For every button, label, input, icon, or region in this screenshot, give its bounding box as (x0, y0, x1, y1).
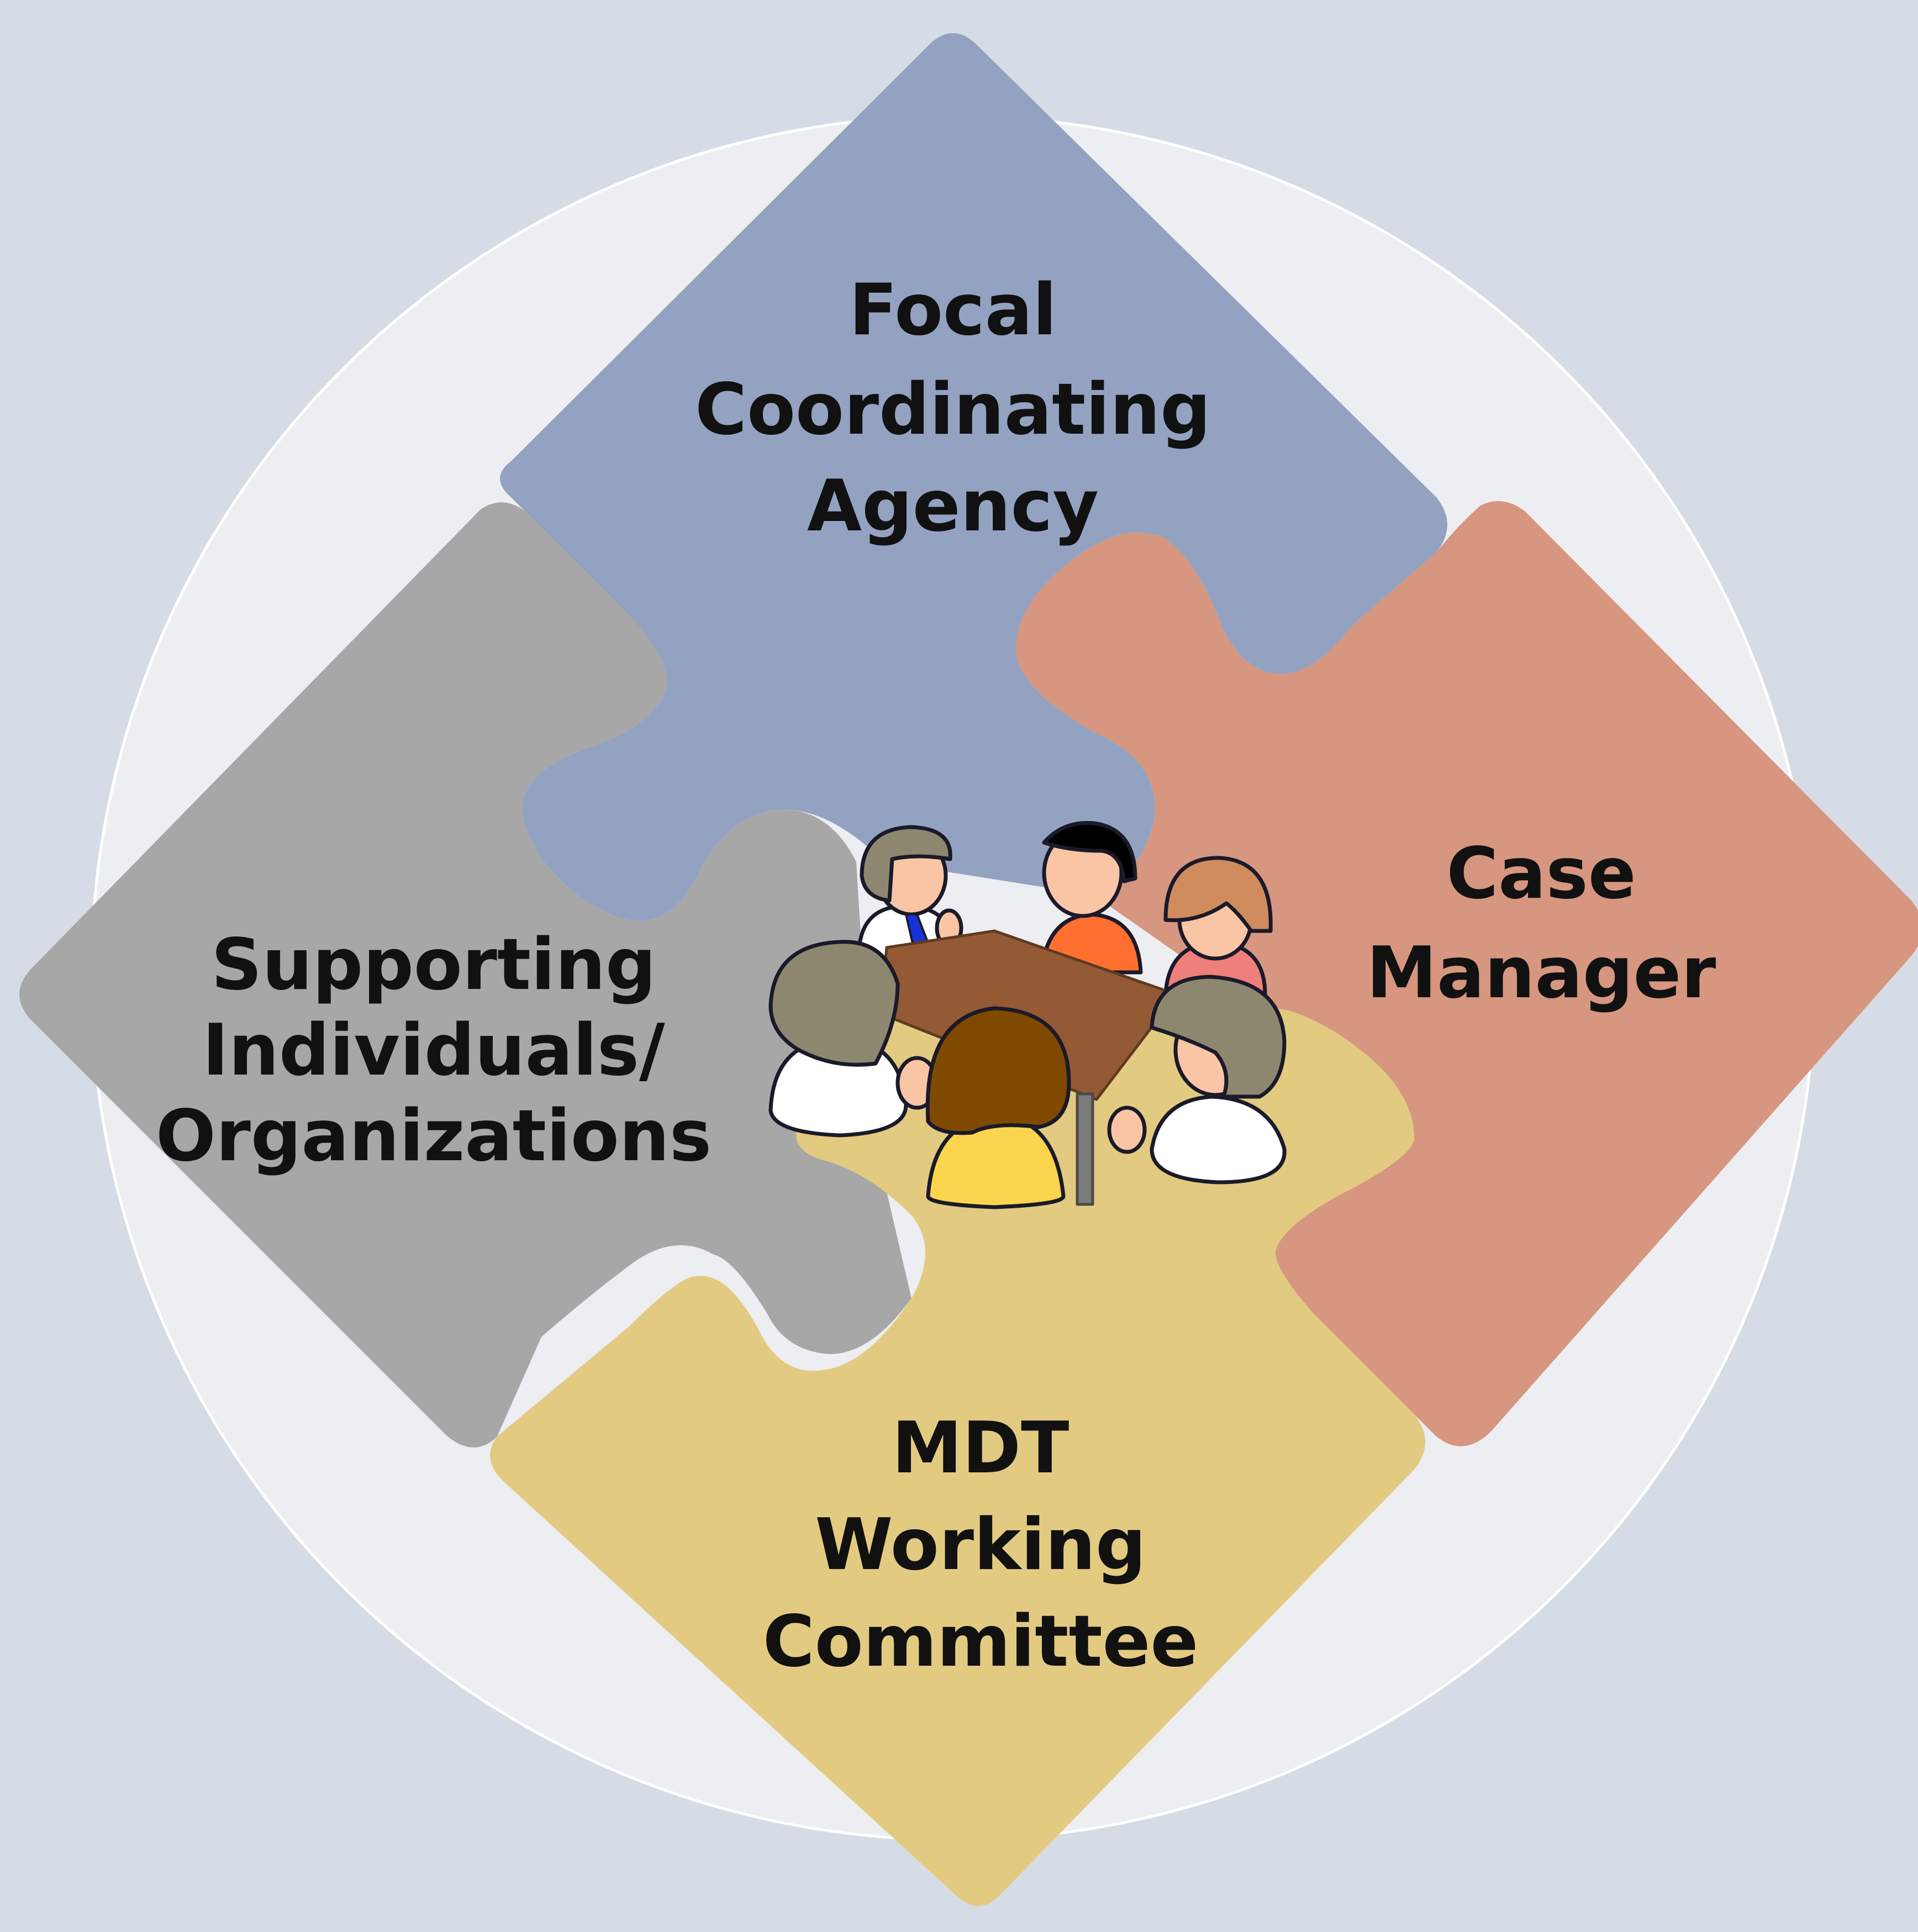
person-back-right-icon (1163, 856, 1273, 997)
label-mdt-line-2: Working (815, 1504, 1146, 1586)
label-case: Case Manager (1367, 833, 1716, 1014)
meeting-table-icon (768, 820, 1287, 1209)
puzzle-piece-case (1016, 501, 1918, 1446)
table-leg (1076, 1092, 1094, 1206)
label-supporting-line-1: Supporting (211, 924, 656, 1006)
label-focal: Focal Coordinating Agency (695, 269, 1211, 548)
person-front-right-icon (1107, 975, 1287, 1185)
label-focal-line-2: Coordinating (695, 368, 1211, 451)
label-focal-line-3: Agency (807, 465, 1099, 548)
label-case-line-2: Manager (1367, 932, 1716, 1014)
person-front-center-icon (925, 1006, 1071, 1209)
label-supporting-line-2: Individuals/ (202, 1009, 665, 1092)
person-front-left-icon (768, 940, 939, 1138)
puzzle-piece-mdt (490, 1008, 1426, 1906)
puzzle-piece-focal (500, 33, 1447, 921)
label-case-line-1: Case (1446, 833, 1636, 915)
person-back-center-icon (1039, 820, 1143, 975)
label-mdt-line-3: Committee (763, 1601, 1199, 1683)
label-mdt: MDT Working Committee (763, 1407, 1199, 1683)
label-mdt-line-1: MDT (892, 1407, 1069, 1489)
puzzle-piece-supporting (19, 502, 911, 1448)
label-focal-line-1: Focal (849, 269, 1057, 351)
label-supporting: Supporting Individuals/ Organizations (156, 924, 712, 1177)
label-supporting-line-3: Organizations (156, 1095, 712, 1177)
